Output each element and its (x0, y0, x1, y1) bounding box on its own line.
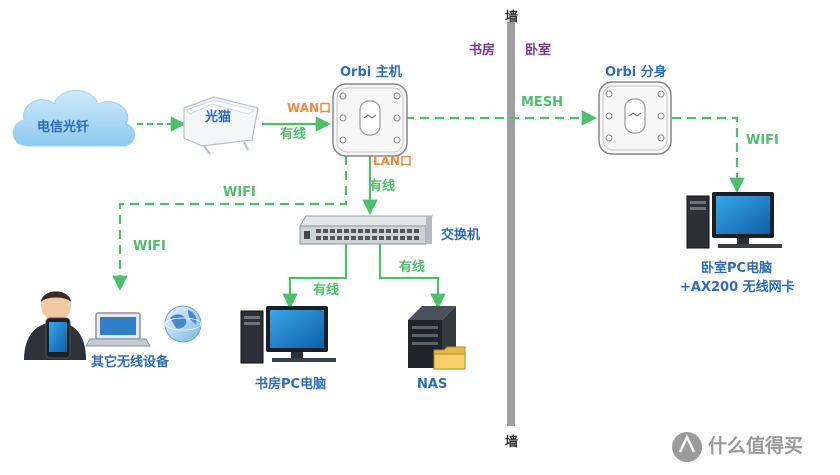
orbi-main-icon (332, 83, 408, 157)
telecom-label: 电信光钎 (37, 120, 90, 135)
orbi-sat-label: Orbi 分身 (605, 65, 667, 80)
laptop-icon (85, 312, 151, 347)
watermark-text: 什么值得买 (708, 435, 804, 457)
wall-bottom-label: 墙 (505, 435, 519, 450)
connections (112, 110, 745, 310)
modem-main-wired-label: 有线 (280, 127, 307, 142)
switch-pc-wired-label: 有线 (313, 283, 340, 298)
watermark-logo-icon (672, 432, 702, 462)
link-switch-nas (378, 244, 446, 310)
study-pc-icon (240, 306, 336, 364)
switch-nas-wired-label: 有线 (399, 260, 426, 275)
orbi-main-label: Orbi 主机 (340, 65, 402, 80)
switch-icon (299, 215, 433, 245)
globe-icon (164, 305, 202, 343)
modem-icon (183, 96, 259, 155)
switch-label: 交换机 (441, 228, 481, 243)
bedroom-pc-icon (686, 192, 782, 249)
wifi-down-label: WIFI (133, 239, 166, 254)
bedroom-pc-label-line1: 卧室PC电脑 (701, 261, 773, 276)
link-wifi-sat (672, 116, 745, 194)
link-wifi-main (112, 156, 348, 292)
room-study-label: 书房 (469, 43, 496, 58)
wan-port-label: WAN口 (287, 101, 332, 115)
nas-icon (408, 306, 466, 370)
study-pc-label: 书房PC电脑 (255, 377, 327, 392)
wall-top-label: 墙 (505, 10, 519, 25)
modem-label: 光猫 (205, 110, 232, 125)
nas-label: NAS (417, 377, 448, 392)
link-switch-pc (282, 244, 348, 310)
room-bedroom-label: 卧室 (525, 43, 552, 58)
wall (507, 22, 515, 426)
wireless-devices-label: 其它无线设备 (91, 355, 170, 370)
wifi-main-label: WIFI (223, 185, 256, 200)
wifi-sat-label: WIFI (746, 133, 779, 148)
orbi-sat-icon (598, 81, 672, 155)
cloud-icon (12, 90, 135, 147)
lan-port-label: LAN口 (373, 154, 412, 168)
mesh-label: MESH (521, 95, 564, 110)
bedroom-pc-label-line2: +AX200 无线网卡 (680, 280, 795, 295)
person-phone-icon (24, 291, 86, 360)
main-switch-wired-label: 有线 (369, 179, 396, 194)
